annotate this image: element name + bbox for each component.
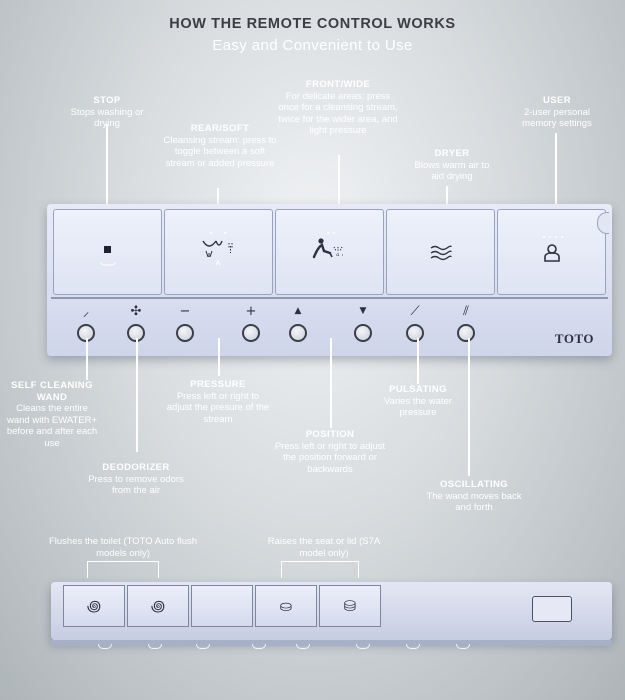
callout-self-cleaning-wand: SELF CLEANING WAND Cleans the entire wan… [4, 380, 100, 449]
callout-text: For delicate areas: press once for a cle… [278, 90, 398, 137]
panel-foot [456, 644, 470, 649]
oscillating-button[interactable] [457, 324, 475, 342]
plus-icon: + [245, 303, 257, 319]
stop-button[interactable] [53, 209, 162, 295]
front-wide-button[interactable] [275, 209, 384, 295]
triangle-up-icon: ▲ [294, 306, 302, 316]
leader-line [338, 155, 340, 227]
front-wide-icon [312, 232, 344, 259]
rear-soft-icon [201, 232, 232, 266]
position-forward-button[interactable] [289, 324, 307, 342]
toto-logo: TOTO [554, 331, 594, 346]
callout-text: Blows warm air to aid drying [414, 159, 490, 183]
leader-line [330, 338, 332, 428]
panel-foot [98, 644, 112, 649]
panel-foot [196, 644, 210, 649]
swirl-icon: ꩜ [86, 597, 102, 615]
callout-title: PRESSURE [190, 379, 246, 390]
swirl-icon: ꩜ [150, 597, 166, 615]
pulsating-wand-icon: ⟋ [410, 303, 420, 319]
callout-stop: STOP Stops washing or drying [62, 95, 152, 130]
page-title: HOW THE REMOTE CONTROL WORKS [169, 16, 456, 32]
panel-foot [252, 644, 266, 649]
callout-text: Stops washing or drying [70, 106, 144, 130]
callout-title: STOP [93, 95, 121, 106]
triangle-down-icon: ▼ [359, 306, 367, 316]
callout-title: FRONT/WIDE [305, 79, 371, 90]
callout-pulsating: PULSATING Varies the water pressure [376, 384, 460, 419]
leader-line [86, 338, 88, 380]
flush-small-button[interactable]: ꩜ [63, 585, 125, 627]
callout-oscillating: OSCILLATING The wand moves back and fort… [426, 479, 522, 514]
callout-title: REAR/SOFT [190, 123, 250, 134]
callout-seat: Raises the seat or lid (S7A model only) [267, 536, 381, 559]
callout-title: OSCILLATING [439, 479, 509, 490]
callout-title: DEODORIZER [102, 462, 170, 473]
callout-text: Press left or right to adjust the positi… [274, 440, 386, 475]
remote-pad-row [53, 209, 606, 295]
fan-icon: ✣ [130, 303, 142, 319]
wand-sparkle-icon: ⸝ [82, 305, 90, 320]
minus-icon: − [179, 303, 191, 319]
lid-button[interactable]: ⛁ [319, 585, 381, 627]
panel-foot [356, 644, 370, 649]
callout-text: 2-user personal memory settings [522, 106, 592, 130]
leader-line [106, 124, 108, 230]
flush-large-button[interactable]: ꩜ [127, 585, 189, 627]
pressure-decrease-button[interactable] [176, 324, 194, 342]
leader-line [468, 338, 470, 476]
callout-user: USER 2-user personal memory settings [512, 95, 602, 130]
user-button[interactable] [497, 209, 606, 295]
stop-icon [100, 246, 115, 266]
remote-button-row: ⸝ ✣ − + ▲ ▼ ⟋ ⫽ TOTO [47, 300, 612, 356]
remote-control: ⸝ ✣ − + ▲ ▼ ⟋ ⫽ TOTO [47, 204, 612, 356]
panel-foot [406, 644, 420, 649]
panel-base [51, 640, 612, 646]
flush-bracket [87, 561, 159, 578]
page-subtitle: Easy and Convenient to Use [212, 37, 413, 54]
user-icon [542, 236, 563, 262]
seat-icon: ⛀ [279, 597, 293, 615]
leader-line [446, 186, 448, 218]
callout-title: POSITION [305, 429, 355, 440]
remote-notch [597, 212, 609, 234]
callout-text: The wand moves back and forth [426, 490, 522, 514]
side-control-panel: ꩜ ꩜ ⛀ ⛁ [51, 582, 612, 640]
leader-line [218, 338, 220, 376]
callout-title: DRYER [434, 148, 470, 159]
callout-title: PULSATING [389, 384, 447, 395]
callout-title: USER [543, 95, 571, 106]
callout-text: Varies the water pressure [384, 395, 452, 419]
callout-dryer: DRYER Blows warm air to aid drying [408, 148, 496, 183]
remote-divider [51, 297, 608, 299]
blank-button[interactable] [191, 585, 253, 627]
callout-front-wide: FRONT/WIDE For delicate areas: press onc… [278, 79, 398, 137]
callout-deodorizer: DEODORIZER Press to remove odors from th… [86, 462, 186, 497]
indicator-window [532, 596, 572, 622]
leader-line [555, 133, 557, 219]
dryer-icon [430, 245, 452, 261]
rear-soft-button[interactable] [164, 209, 273, 295]
callout-title: SELF CLEANING WAND [11, 380, 93, 403]
panel-foot [296, 644, 310, 649]
pressure-increase-button[interactable] [242, 324, 260, 342]
pulsating-button[interactable] [406, 324, 424, 342]
oscillating-wand-icon: ⫽ [463, 303, 469, 319]
callout-rear-soft: REAR/SOFT Cleansing stream: press to tog… [162, 123, 278, 169]
leader-line [417, 338, 419, 384]
callout-pressure: PRESSURE Press left or right to adjust t… [164, 379, 272, 425]
callout-text: Cleansing stream: press to toggle betwee… [163, 134, 277, 169]
callout-text: Press left or right to adjust the presur… [166, 390, 270, 425]
callout-position: POSITION Press left or right to adjust t… [270, 429, 390, 475]
seat-button[interactable]: ⛀ [255, 585, 317, 627]
lid-icon: ⛁ [343, 597, 357, 615]
position-backward-button[interactable] [354, 324, 372, 342]
panel-foot [148, 644, 162, 649]
seat-bracket [281, 561, 359, 578]
leader-line [136, 338, 138, 452]
callout-text: Cleans the entire wand with EWATER+ befo… [6, 403, 98, 449]
dryer-button[interactable] [386, 209, 495, 295]
callout-text: Press to remove odors from the air [88, 473, 184, 497]
callout-flush: Flushes the toilet (TOTO Auto flush mode… [48, 536, 198, 559]
